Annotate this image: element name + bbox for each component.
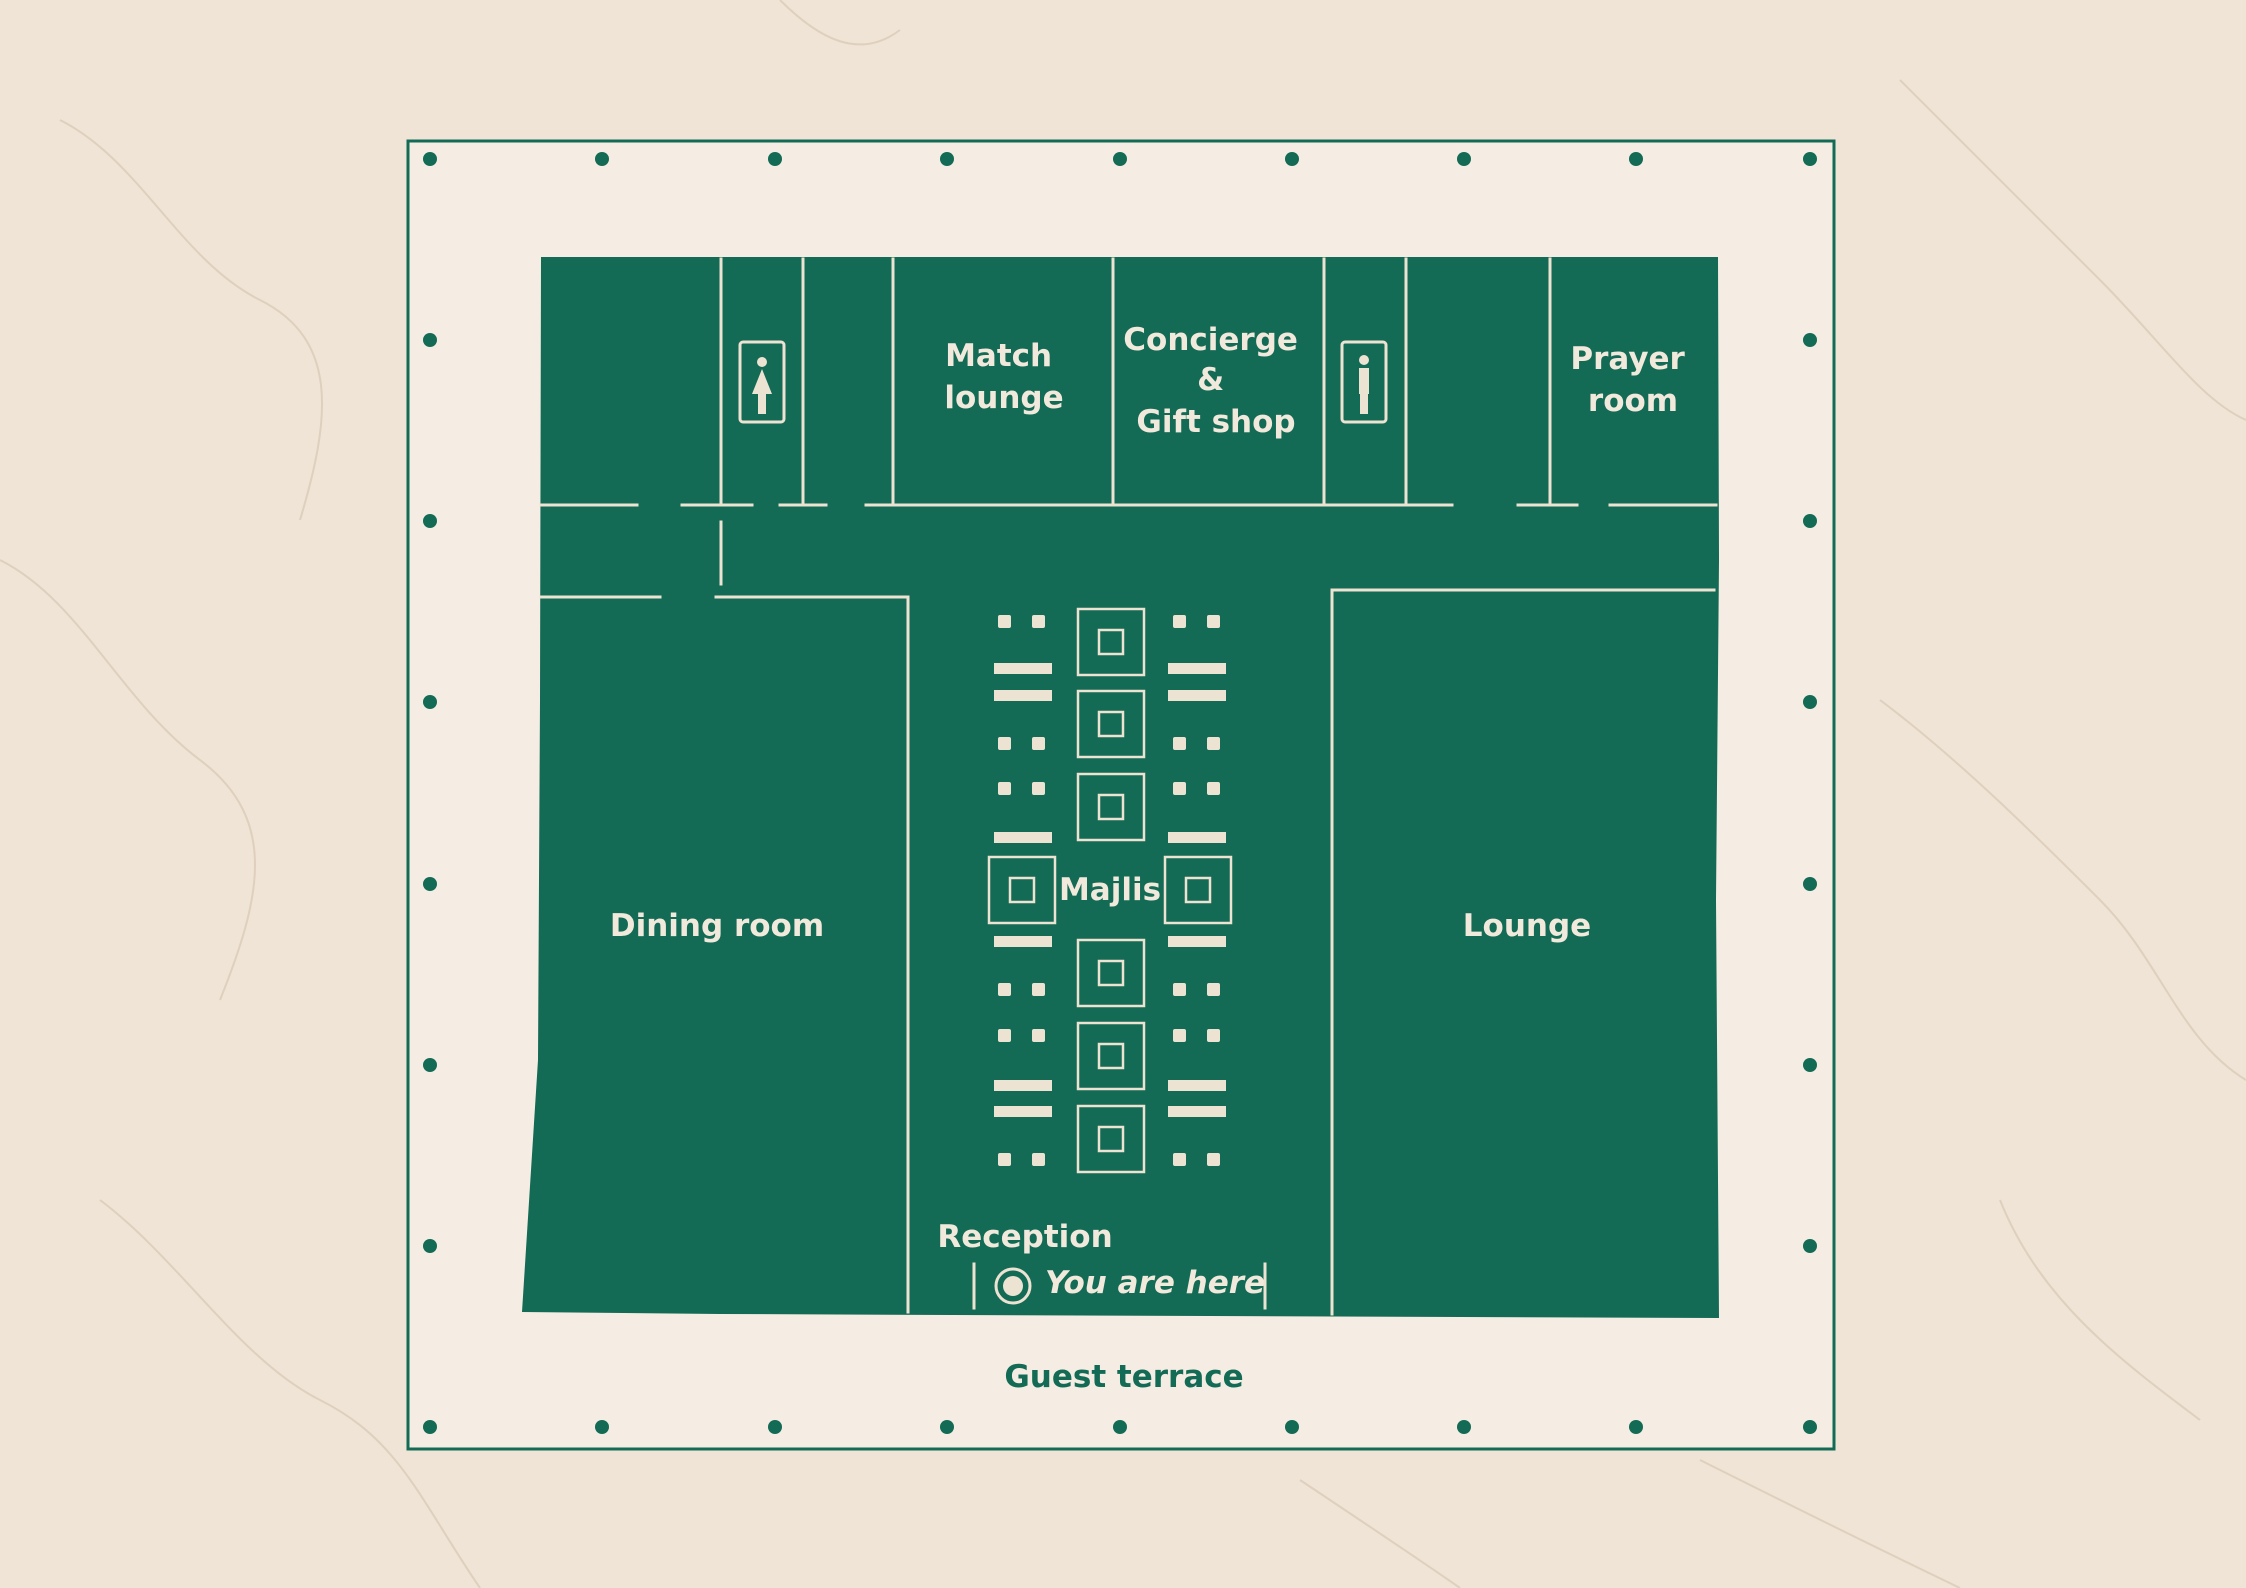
guest-terrace-label: Guest terrace [1004, 1359, 1243, 1395]
match-lounge-label: Match lounge [944, 338, 1063, 416]
majlis-stools [998, 615, 1220, 1166]
prayer-room-label: Prayer room [1570, 341, 1695, 419]
majlis-seating [987, 607, 1233, 1174]
restroom-male-icon [1340, 340, 1388, 424]
walls [539, 257, 1718, 1316]
majlis-label: Majlis [1059, 872, 1161, 908]
concierge-gift-shop-label: Concierge & Gift shop [1123, 322, 1308, 440]
you-are-here-marker-icon [994, 1267, 1032, 1305]
you-are-here-label: You are here [1045, 1265, 1265, 1301]
restroom-female-icon [738, 340, 786, 424]
floor-area [522, 257, 1719, 1318]
reception-label: Reception [937, 1219, 1112, 1255]
frame-dots [423, 152, 1817, 1434]
dining-room-label: Dining room [610, 908, 824, 944]
majlis-benches [994, 663, 1226, 1117]
lounge-label: Lounge [1463, 908, 1591, 944]
